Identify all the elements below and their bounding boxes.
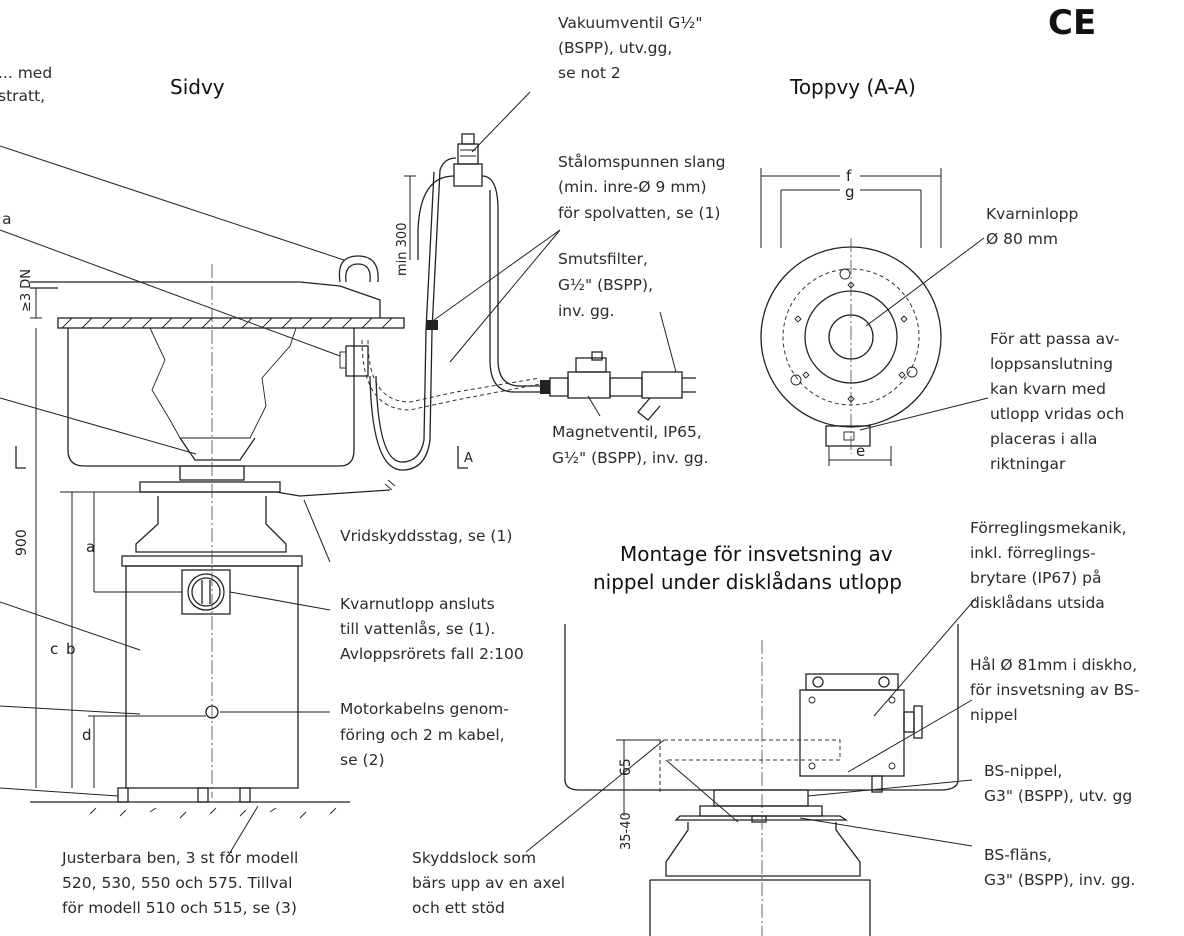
dim-a: a	[86, 538, 95, 556]
grinder-inlet-label-2: Ø 80 mm	[986, 230, 1058, 248]
hose-clamp	[426, 320, 438, 330]
bs-nipple-label-1: BS-nippel,	[984, 762, 1062, 780]
solenoid-valve-label-2: G½" (BSPP), inv. gg.	[552, 449, 709, 467]
dirt-filter	[641, 371, 683, 399]
dirt-filter-label-2: G½" (BSPP),	[558, 276, 653, 294]
top-view-outlet	[825, 425, 871, 447]
cut-label-top-left-1: ... med	[0, 64, 52, 82]
hole-label-3: nippel	[970, 706, 1018, 724]
torsion-strut-label: Vridskyddsstag, se (1)	[340, 527, 512, 545]
leg-2	[197, 787, 209, 803]
top-view: f g e	[760, 166, 989, 466]
mount-heading-line1: Montage för insvetsning av	[620, 542, 893, 566]
bs-nipple	[713, 789, 809, 807]
grinder-outlet-label-2: till vattenlås, se (1).	[340, 620, 495, 638]
section-a-marker: A	[464, 451, 473, 466]
rotate-note-6: riktningar	[990, 455, 1066, 473]
legs-label-1: Justerbara ben, 3 st för modell	[61, 849, 298, 867]
dim-35-40: 35-40	[619, 812, 634, 850]
vacuum-valve-label-3: se not 2	[558, 64, 621, 82]
dim-d: d	[82, 726, 92, 744]
sink-top-plate	[57, 317, 405, 329]
bs-nipple-label-2: G3" (BSPP), utv. gg	[984, 787, 1132, 805]
motor-cable-label-1: Motorkabelns genom-	[340, 700, 509, 718]
steel-hose-label-3: för spolvatten, se (1)	[558, 204, 720, 222]
dim-f: f	[846, 167, 852, 185]
cut-label-top-left-2: stratt,	[0, 87, 45, 105]
vacuum-valve-label-1: Vakuumventil G½"	[558, 14, 702, 32]
mount-view: 65 35-40	[564, 597, 977, 936]
protective-lid-label-1: Skyddslock som	[412, 849, 536, 867]
rotate-note-3: kan kvarn med	[990, 380, 1106, 398]
interlock-label-1: Förreglingsmekanik,	[970, 519, 1127, 537]
grinder-outlet-label-3: Avloppsrörets fall 2:100	[340, 645, 524, 663]
cut-label-left-a: a	[2, 210, 12, 228]
motor-cable-label-3: se (2)	[340, 751, 385, 769]
dim-c: c	[50, 640, 58, 658]
steel-hose-label-2: (min. inre-Ø 9 mm)	[558, 178, 707, 196]
dim-min300: min 300	[395, 223, 410, 276]
rotate-note-5: placeras i alla	[990, 430, 1097, 448]
interlock-label-3: brytare (IP67) på	[970, 569, 1101, 587]
protective-lid-label-3: och ett stöd	[412, 899, 505, 917]
motor-cable-label-2: föring och 2 m kabel,	[340, 726, 505, 744]
interlock-label-2: inkl. förreglings-	[970, 544, 1096, 562]
vacuum-valve	[453, 163, 483, 187]
dim-900: 900	[14, 529, 30, 556]
bs-flange-label-1: BS-fläns,	[984, 846, 1052, 864]
solenoid-valve-label-1: Magnetventil, IP65,	[552, 423, 702, 441]
steel-hose-label-1: Stålomspunnen slang	[558, 153, 726, 171]
ce-mark: CE	[1048, 3, 1096, 43]
interlock-label-4: disklådans utsida	[970, 594, 1105, 612]
protective-lid-label-2: bärs upp av en axel	[412, 874, 565, 892]
bs-flange	[674, 815, 849, 821]
dim-e: e	[856, 442, 865, 460]
dirt-filter-label-1: Smutsfilter,	[558, 250, 648, 268]
rotate-note-2: loppsanslutning	[990, 355, 1113, 373]
legs-label-3: för modell 510 och 515, se (3)	[62, 899, 297, 917]
leg-3	[239, 787, 251, 803]
rotate-note-1: För att passa av-	[990, 330, 1120, 348]
hole-label-1: Hål Ø 81mm i diskho,	[970, 656, 1137, 674]
legs-label-2: 520, 530, 550 och 575. Tillval	[62, 874, 292, 892]
top-view-heading: Toppvy (A-A)	[789, 75, 916, 99]
dim-b: b	[66, 640, 76, 658]
dirt-filter-label-3: inv. gg.	[558, 302, 615, 320]
mount-heading-line2: nippel under disklådans utlopp	[593, 570, 902, 594]
hole-label-2: för insvetsning av BS-	[970, 681, 1139, 699]
hose-clamp-2	[540, 380, 550, 394]
side-view-heading: Sidvy	[170, 75, 225, 99]
solenoid-valve	[567, 371, 611, 399]
vacuum-valve-label-2: (BSPP), utv.gg,	[558, 39, 672, 57]
grinder-inlet-label-1: Kvarninlopp	[986, 205, 1078, 223]
interlock-box	[799, 689, 905, 777]
dim-g: g	[845, 183, 855, 201]
leg-1	[117, 787, 129, 803]
dim-ge3dn: ≥3 DN	[19, 269, 34, 312]
vacuum-valve-top	[457, 143, 479, 165]
bs-flange-label-2: G3" (BSPP), inv. gg.	[984, 871, 1135, 889]
rotate-note-4: utlopp vridas och	[990, 405, 1124, 423]
grinder-outlet	[181, 569, 231, 615]
side-view: ≥3 DN 900 a b c d min 300 A	[0, 91, 696, 857]
grinder-outlet-label-1: Kvarnutlopp ansluts	[340, 595, 495, 613]
dim-65: 65	[618, 758, 634, 776]
